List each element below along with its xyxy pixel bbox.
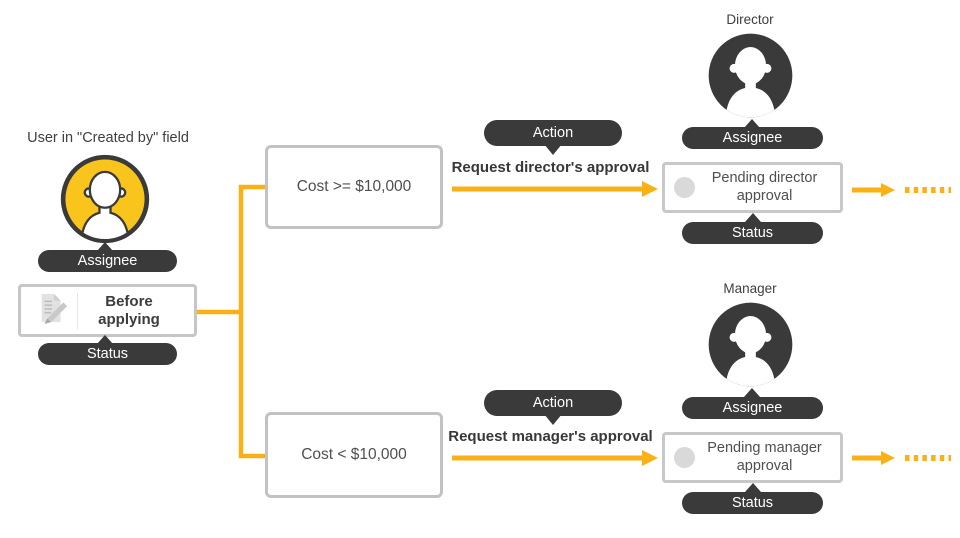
pointer-up-icon	[97, 242, 113, 251]
assignee-badge: Assignee	[682, 127, 823, 149]
status-badge: Status	[38, 343, 177, 365]
creator-field-label: User in "Created by" field	[27, 130, 189, 146]
director-avatar-icon	[706, 31, 795, 120]
action-badge: Action	[484, 120, 622, 146]
pointer-up-icon	[744, 388, 760, 397]
action-label-director: Request director's approval	[451, 159, 650, 176]
manager-avatar-icon	[706, 300, 795, 389]
user-avatar-icon	[59, 153, 151, 245]
pointer-up-icon	[745, 483, 761, 492]
approver-title-manager: Manager	[723, 281, 777, 296]
status-dot-icon	[674, 447, 695, 468]
action-label-manager: Request manager's approval	[448, 428, 653, 445]
divider	[77, 292, 78, 329]
status-dot-icon	[674, 177, 695, 198]
pointer-up-icon	[97, 335, 113, 344]
approver-title-director: Director	[726, 12, 774, 27]
pointer-up-icon	[745, 213, 761, 222]
action-badge: Action	[484, 390, 622, 416]
document-edit-icon	[36, 291, 70, 330]
pointer-down-icon	[544, 414, 562, 425]
assignee-badge: Assignee	[38, 250, 177, 272]
pointer-up-icon	[744, 119, 760, 128]
status-box-before-applying: Before applying	[18, 284, 197, 337]
assignee-badge: Assignee	[682, 397, 823, 419]
status-value-text: Before applying	[98, 293, 160, 328]
status-box-pending-director: Pending director approval	[662, 162, 843, 213]
status-badge: Status	[682, 492, 823, 514]
condition-box-high-cost: Cost >= $10,000	[265, 145, 443, 229]
status-badge: Status	[682, 222, 823, 244]
status-box-pending-manager: Pending manager approval	[662, 432, 843, 483]
condition-box-low-cost: Cost < $10,000	[265, 412, 443, 498]
pointer-down-icon	[544, 144, 562, 155]
